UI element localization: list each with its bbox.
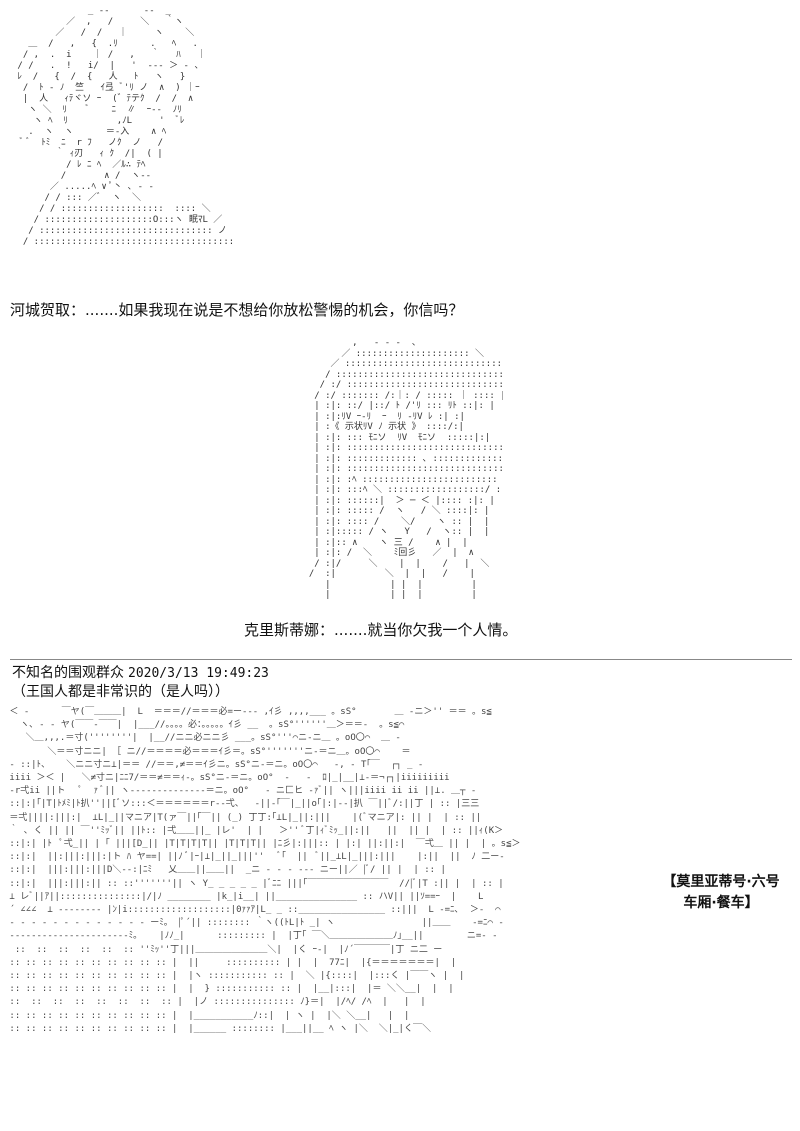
speaker-separator: ：....... (70, 301, 119, 319)
railcar-interior-ascii-art: ＜ ‐ ￣ヤ(￣＿＿＿| L ＝＝＝//＝＝＝必=ー‐‐‐ ,ｲ彡 ,,,,__… (9, 707, 521, 1034)
dialogue-line-christina: 克里斯蒂娜：.......就当你欠我一个人情。 (244, 620, 517, 640)
christina-ascii-art: , ‐ ‐ - 、 ／ ::::::::::::::::::::: ＼ ／ ::… (308, 338, 503, 600)
kawashiro-ascii-art: _ -‐ ￣ ￣ ‐- _ ／ , / ＼ ｀ヽ ／ / / ｜ ヽ ＼ ＿ /… (17, 6, 235, 247)
dialogue-line-kawashiro: 河城贺取：.......如果我现在说是不想给你放松警惕的机会，你信吗？ (10, 300, 463, 320)
speaker-name: 克里斯蒂娜 (244, 621, 320, 639)
comment-header: 不知名的围观群众 2020/3/13 19:49:23 (12, 664, 269, 683)
speaker-separator: ：....... (319, 621, 368, 639)
location-line-2: 车厢·餐车】 (683, 895, 759, 911)
speaker-name: 河城贺取 (10, 301, 71, 319)
comment-divider (10, 659, 792, 660)
dialogue-text: 就当你欠我一个人情。 (367, 621, 518, 639)
location-caption: 【莫里亚蒂号·六号 车厢·餐车】 (646, 872, 796, 914)
location-line-1: 【莫里亚蒂号·六号 (662, 874, 780, 890)
comment-text: （王国人都是非常识的（是人吗）） (12, 684, 229, 700)
comment-author: 不知名的围观群众 (12, 665, 124, 681)
dialogue-text: 如果我现在说是不想给你放松警惕的机会，你信吗？ (118, 301, 464, 319)
comment-timestamp: 2020/3/13 19:49:23 (128, 666, 269, 681)
